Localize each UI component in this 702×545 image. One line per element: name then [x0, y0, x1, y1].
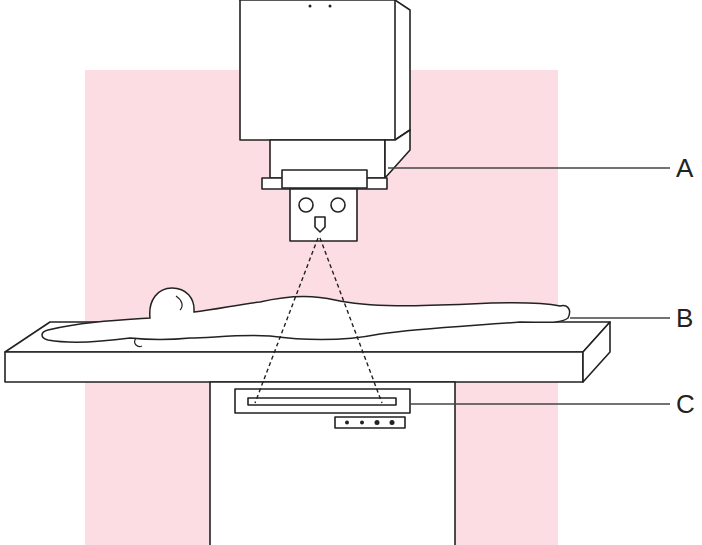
part-label: A [676, 155, 693, 181]
table-side [583, 322, 610, 382]
tube-housing [240, 0, 395, 140]
knob [331, 198, 345, 212]
part-label: C [676, 391, 695, 417]
patient [42, 288, 570, 342]
collimator-plate [282, 170, 367, 188]
pedestal [210, 382, 455, 545]
knob [299, 198, 313, 212]
table-front [5, 352, 583, 382]
control-panel [335, 417, 405, 428]
collimator-head [290, 189, 357, 241]
bucky-tray [235, 389, 410, 413]
film-cassette [248, 398, 396, 405]
xray-beam [255, 238, 382, 403]
part-label: B [676, 305, 693, 331]
light-window [315, 217, 325, 232]
leader-lines [388, 168, 670, 404]
housing-side [240, 0, 410, 140]
collimator-side [385, 130, 410, 178]
